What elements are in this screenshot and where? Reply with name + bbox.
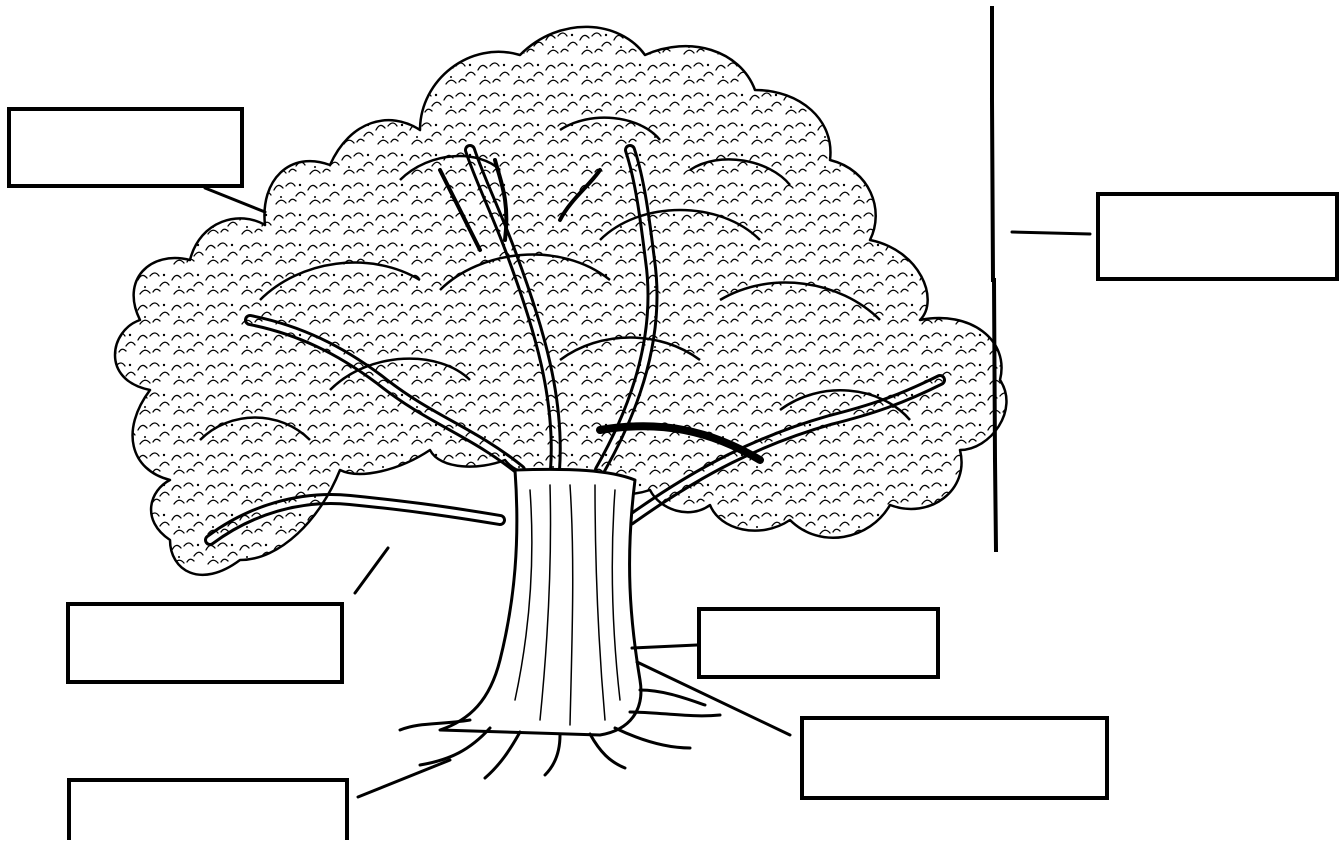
leader-line-roots — [358, 760, 450, 797]
leader-line-branch — [355, 548, 388, 593]
leader-line-trunk — [632, 645, 697, 648]
label-box-branch[interactable] — [66, 602, 344, 684]
leader-line-crown — [205, 188, 265, 212]
leader-line-height — [1012, 232, 1090, 234]
label-box-bark[interactable] — [800, 716, 1109, 800]
label-box-height[interactable] — [1096, 192, 1339, 281]
label-box-crown[interactable] — [7, 107, 244, 188]
label-box-roots[interactable] — [67, 778, 349, 840]
label-box-trunk[interactable] — [697, 607, 940, 679]
height-marker — [992, 8, 996, 550]
